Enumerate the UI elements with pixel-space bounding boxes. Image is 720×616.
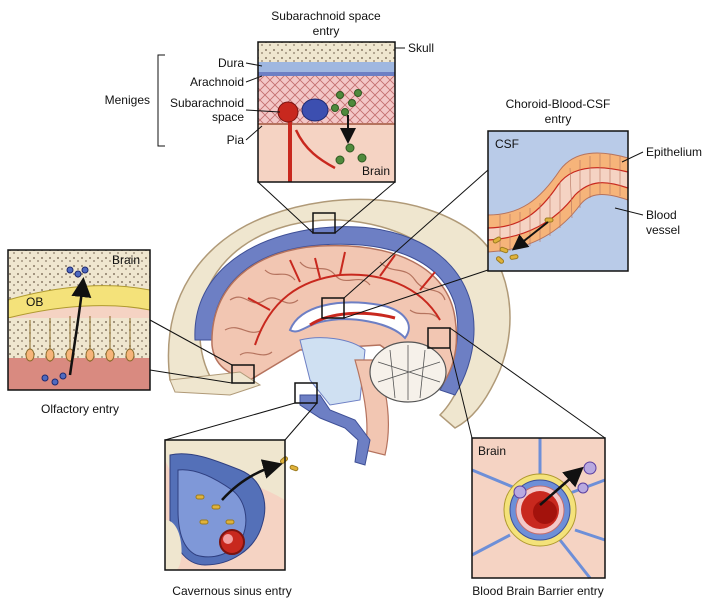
choroid-red <box>309 311 396 327</box>
bbb-brain-label: Brain <box>478 444 506 458</box>
subarachnoid-label-2: space <box>212 110 244 124</box>
choroid-title-1: Choroid-Blood-CSF <box>506 97 611 111</box>
meninges-label: Meniges <box>105 93 150 107</box>
skull-outline <box>167 198 511 429</box>
vessel-label-2: vessel <box>646 223 680 237</box>
subarachnoid-label-1: Subarachnoid <box>170 96 244 110</box>
skull-label: Skull <box>408 41 434 55</box>
pia-label: Pia <box>227 133 245 147</box>
arachnoid-label: Arachnoid <box>190 75 244 89</box>
olfactory-brain-label: Brain <box>112 253 140 267</box>
subarachnoid-panel: Brain <box>257 41 396 183</box>
marker-bbb <box>427 327 451 349</box>
marker-choroid <box>321 297 345 319</box>
gyri <box>224 261 446 356</box>
choroid-title-2: entry <box>545 112 572 126</box>
vessel-label-1: Blood <box>646 208 677 222</box>
subarachnoid-title-1: Subarachnoid space <box>271 9 381 23</box>
olfactory-particles <box>41 266 89 386</box>
cavernous-title: Cavernous sinus entry <box>172 584 291 598</box>
cerebellum <box>369 341 447 403</box>
pathogens <box>331 89 367 165</box>
venous-sinus <box>299 394 371 466</box>
bbb-title: Blood Brain Barrier entry <box>472 584 603 598</box>
marker-olfactory <box>231 364 255 384</box>
subarachnoid-title-2: entry <box>313 24 340 38</box>
cavernous-panel <box>164 439 299 571</box>
epithelium-label: Epithelium <box>646 145 702 159</box>
subarachnoid-brain-label: Brain <box>362 164 390 178</box>
marker-cavernous <box>294 382 318 404</box>
marker-subarachnoid <box>312 212 336 234</box>
olfactory-neurons <box>29 316 131 362</box>
olfactory-panel: Brain OB <box>7 249 151 391</box>
csf-label: CSF <box>495 137 519 151</box>
olfactory-title: Olfactory entry <box>41 402 119 416</box>
bbb-panel: Brain <box>471 437 606 579</box>
bacteria-csf <box>492 217 554 264</box>
connector-lines <box>149 169 606 441</box>
meninges-bracket <box>157 54 165 147</box>
ob-label: OB <box>26 295 43 309</box>
central-brain <box>167 198 511 466</box>
ventricle-area <box>299 337 366 406</box>
choroid-panel: CSF <box>487 130 629 272</box>
dura-label: Dura <box>218 56 244 70</box>
nasal-base <box>169 371 262 396</box>
epithelial-cells <box>499 154 621 252</box>
